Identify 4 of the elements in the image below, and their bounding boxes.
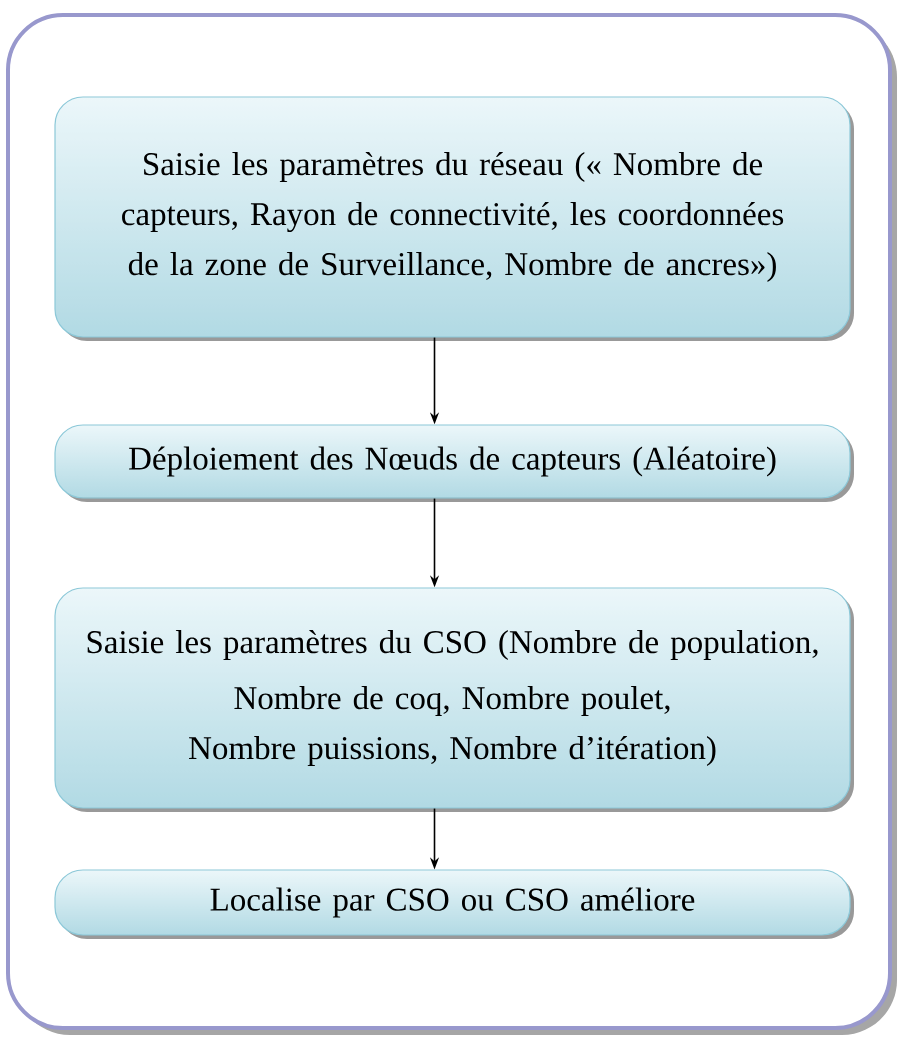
process-box: Saisie les paramètres du CSO (Nombre de population, Nombre de coq, Nombre poulet, Nombre puissions, Nombre d’itération) — [54, 587, 854, 812]
process-box: Saisie les paramètres du réseau (« Nombre de capteurs, Rayon de connectivité, les coordonnées de la zone de Surveillance, Nombre de ancres») — [54, 96, 854, 341]
process-box: Localise par CSO ou CSO améliore — [54, 869, 854, 939]
process-box: Déploiement des Nœuds de capteurs (Aléatoire) — [54, 424, 854, 502]
